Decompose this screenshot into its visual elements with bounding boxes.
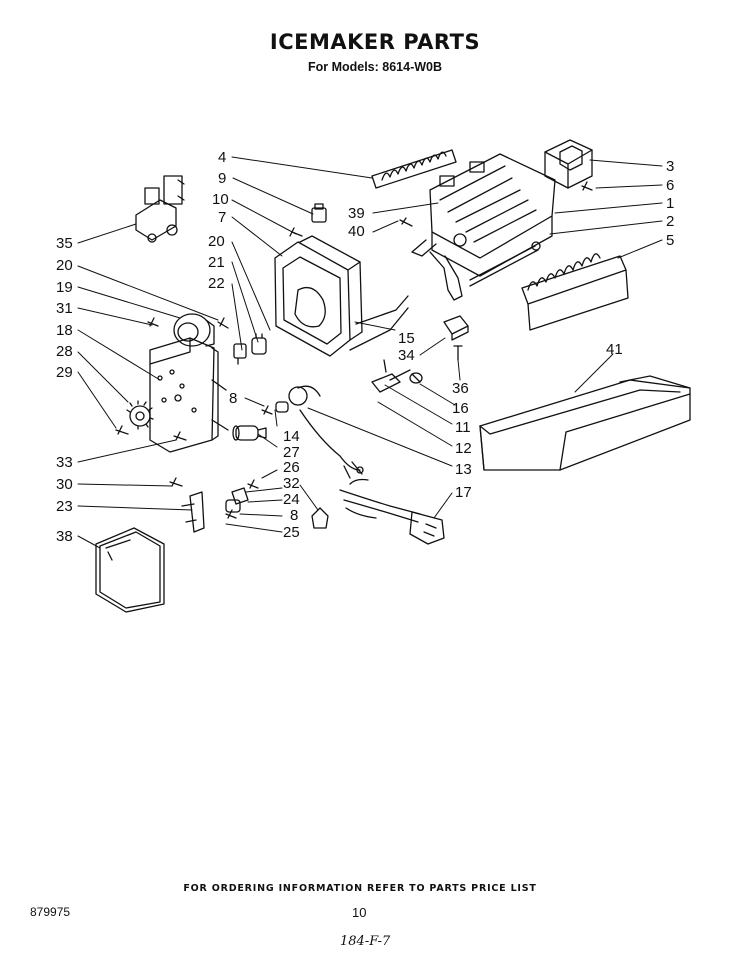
part-23-bracket xyxy=(181,491,205,533)
callout-12: 12 xyxy=(455,440,472,457)
callout-27: 27 xyxy=(283,444,300,461)
callout-labels: 4 9 10 7 20 21 22 39 40 35 20 19 31 18 2… xyxy=(56,149,674,545)
part-31-screw xyxy=(147,317,159,327)
part-15-wire-arm xyxy=(355,295,409,325)
part-36-screw xyxy=(453,345,463,361)
page-title: ICEMAKER PARTS xyxy=(269,30,481,54)
part-19-motor xyxy=(173,313,215,347)
callout-4: 4 xyxy=(218,149,226,166)
callout-25: 25 xyxy=(283,524,300,541)
callout-5: 5 xyxy=(666,232,674,249)
callout-32: 32 xyxy=(283,475,300,492)
document-number: 879975 xyxy=(30,905,71,919)
callout-33: 33 xyxy=(56,454,73,471)
part-12-cam xyxy=(288,385,321,406)
callout-29: 29 xyxy=(56,364,73,381)
part-1-ice-mold xyxy=(411,153,556,301)
callout-8-upper: 8 xyxy=(229,390,237,407)
part-30-screw xyxy=(169,477,183,487)
part-38-cover-box xyxy=(95,527,165,613)
page-number: 10 xyxy=(352,905,367,920)
part-22-switch xyxy=(233,343,247,365)
callout-3: 3 xyxy=(666,158,674,175)
part-21-switch xyxy=(251,333,267,355)
callout-36: 36 xyxy=(452,380,469,397)
part-4-ejector-comb xyxy=(371,149,457,189)
callout-13: 13 xyxy=(455,461,472,478)
callout-30: 30 xyxy=(56,476,73,493)
ordering-info-note: FOR ORDERING INFORMATION REFER TO PARTS … xyxy=(183,883,537,894)
part-8-screw-lower xyxy=(225,509,237,519)
part-11-lever xyxy=(371,359,411,393)
part-14-spacer xyxy=(275,401,289,413)
callout-40: 40 xyxy=(348,223,365,240)
callout-26: 26 xyxy=(283,459,300,476)
callout-20-upper: 20 xyxy=(208,233,225,250)
callout-38: 38 xyxy=(56,528,73,545)
callout-19: 19 xyxy=(56,279,73,296)
callout-23: 23 xyxy=(56,498,73,515)
part-41-ice-bin xyxy=(479,375,691,471)
model-subtitle: For Models: 8614-W0B xyxy=(307,60,443,74)
part-13-wire-harness xyxy=(299,409,364,479)
part-29-screw xyxy=(115,425,129,435)
callout-1: 1 xyxy=(666,195,674,212)
part-34-bracket xyxy=(443,315,469,341)
part-28-gear xyxy=(126,400,154,430)
part-9-thermostat xyxy=(311,203,327,223)
callout-10: 10 xyxy=(212,191,229,208)
handwritten-note: 184-F-7 xyxy=(340,934,391,949)
callout-20-lower: 20 xyxy=(56,257,73,274)
callout-34: 34 xyxy=(398,347,415,364)
callout-28: 28 xyxy=(56,343,73,360)
callout-15: 15 xyxy=(398,330,415,347)
part-24-switch xyxy=(225,499,241,513)
part-40-screw xyxy=(399,217,413,227)
callout-21: 21 xyxy=(208,254,225,271)
callout-39: 39 xyxy=(348,205,365,222)
callout-18: 18 xyxy=(56,322,73,339)
callout-11: 11 xyxy=(455,419,471,436)
callout-14: 14 xyxy=(283,428,300,445)
part-5-shield xyxy=(521,253,629,331)
part-3-cover xyxy=(544,139,593,189)
part-18-mounting-plate xyxy=(149,337,229,453)
part-27-fitting xyxy=(232,425,267,441)
callout-31: 31 xyxy=(56,300,73,317)
callout-16: 16 xyxy=(452,400,469,417)
leader-lines xyxy=(77,156,663,549)
part-16-spring xyxy=(409,372,423,384)
part-33-screw xyxy=(173,431,187,441)
part-35-water-valve xyxy=(135,175,185,243)
part-7-support-housing xyxy=(274,235,409,357)
callout-24: 24 xyxy=(283,491,300,508)
callout-6: 6 xyxy=(666,177,674,194)
callout-22: 22 xyxy=(208,275,225,292)
callout-2: 2 xyxy=(666,213,674,230)
callout-41: 41 xyxy=(606,341,623,358)
callout-7: 7 xyxy=(218,209,226,226)
callout-9: 9 xyxy=(218,170,226,187)
callout-17: 17 xyxy=(455,484,472,501)
part-17-harness-plug xyxy=(339,478,445,545)
callout-8-lower: 8 xyxy=(290,507,298,524)
part-26-screw xyxy=(247,479,259,489)
part-8-screw-upper xyxy=(261,405,273,415)
part-20-screw xyxy=(217,317,229,329)
part-10-screw xyxy=(289,227,303,237)
part-25-knob xyxy=(311,507,329,529)
part-6-screw xyxy=(581,181,593,191)
callout-35: 35 xyxy=(56,235,73,252)
